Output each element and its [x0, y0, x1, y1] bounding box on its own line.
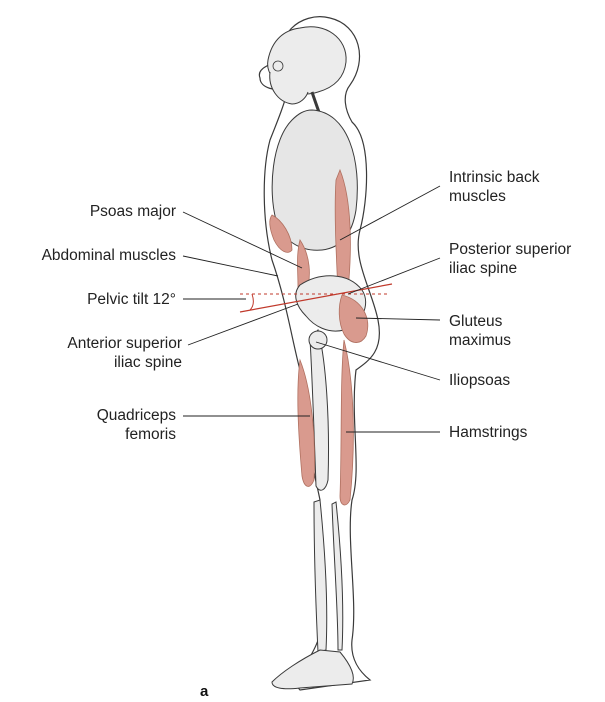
- label-gluteus-maximus: Gluteus maximus: [449, 312, 511, 350]
- leader-abdominal-muscles: [183, 256, 278, 276]
- leader-gluteus-maximus: [356, 318, 440, 320]
- foot: [272, 650, 353, 689]
- pelvic-tilt-arc: [250, 294, 253, 310]
- leader-posterior-superior-iliac-spine: [348, 258, 440, 294]
- label-posterior-superior-iliac-spine: Posterior superior iliac spine: [449, 240, 571, 278]
- tibia: [314, 500, 327, 652]
- label-psoas-major: Psoas major: [90, 202, 176, 221]
- label-hamstrings: Hamstrings: [449, 423, 527, 442]
- label-quadriceps-femoris: Quadriceps femoris: [97, 406, 176, 444]
- label-pelvic-tilt: Pelvic tilt 12°: [87, 290, 176, 309]
- label-anterior-superior-iliac-spine: Anterior superior iliac spine: [67, 334, 182, 372]
- leader-anterior-superior-iliac-spine: [188, 304, 298, 345]
- fibula: [332, 502, 343, 650]
- label-iliopsoas: Iliopsoas: [449, 371, 510, 390]
- label-abdominal-muscles: Abdominal muscles: [42, 246, 176, 265]
- panel-letter: a: [200, 683, 208, 700]
- label-intrinsic-back-muscles: Intrinsic back muscles: [449, 168, 539, 206]
- hamstrings-shape: [340, 340, 353, 505]
- femoral-head: [309, 331, 327, 349]
- leader-iliopsoas: [316, 342, 440, 380]
